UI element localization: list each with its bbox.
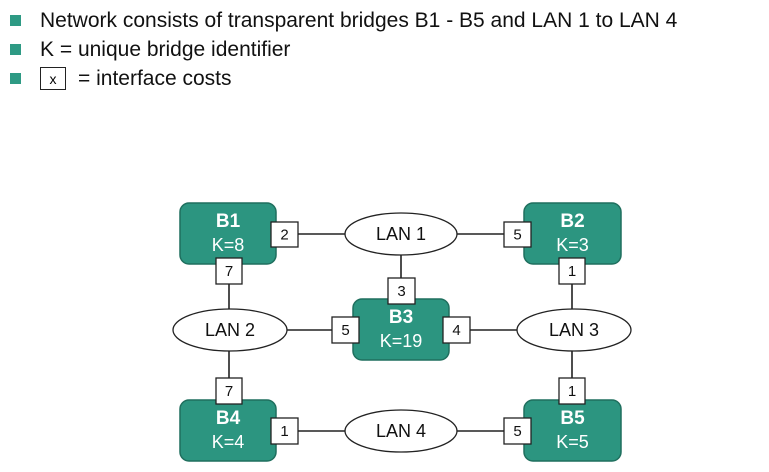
- cost-b3-lan1: 3: [387, 277, 416, 305]
- cost-box: [215, 257, 243, 285]
- bridge-b4: B4K=4: [179, 399, 277, 462]
- cost-box: [270, 221, 299, 248]
- bridge-identifier: K=5: [556, 432, 589, 452]
- lan-ellipse: [344, 212, 458, 256]
- bullet-text-network: Network consists of transparent bridges …: [40, 8, 678, 32]
- bridge-name: B2: [560, 211, 584, 232]
- lan-3: LAN 3: [516, 308, 632, 352]
- bridge-name: B4: [216, 408, 241, 429]
- cost-box: [270, 417, 299, 445]
- bullet-text-costs: = interface costs: [78, 66, 232, 90]
- cost-value: 5: [513, 227, 521, 244]
- cost-b4-lan2: 7: [215, 377, 243, 405]
- lan-label: LAN 4: [376, 421, 426, 441]
- lan-ellipse: [516, 308, 632, 352]
- cost-value: 4: [452, 322, 460, 339]
- cost-box: [503, 417, 532, 445]
- costs-layer: 2 7 5 1 3 5 4 7 1 1 5: [215, 221, 586, 445]
- bullet-item: Network consists of transparent bridges …: [10, 6, 677, 35]
- cost-box: [442, 316, 471, 344]
- cost-value: 7: [225, 383, 233, 400]
- bridge-identifier: K=8: [212, 235, 245, 255]
- cost-b3-lan3: 4: [442, 316, 471, 344]
- bridge-name: B5: [560, 408, 585, 429]
- bullet-item: x = interface costs: [10, 64, 677, 93]
- lan-4: LAN 4: [344, 409, 458, 453]
- lan-ellipse: [344, 409, 458, 453]
- cost-b4-lan4: 1: [270, 417, 299, 445]
- lan-1: LAN 1: [344, 212, 458, 256]
- cost-value: 7: [225, 263, 233, 280]
- cost-b2-lan3: 1: [558, 257, 586, 285]
- lan-label: LAN 3: [549, 320, 599, 340]
- lan-label: LAN 1: [376, 224, 426, 244]
- cost-box: [215, 377, 243, 405]
- cost-value: 2: [280, 227, 288, 244]
- bridge-identifier: K=4: [212, 432, 245, 452]
- cost-b5-lan4: 5: [503, 417, 532, 445]
- cost-box: [503, 221, 532, 248]
- bridge-b5: B5K=5: [523, 399, 622, 462]
- bridge-b1: B1K=8: [179, 202, 277, 265]
- bridge-identifier: K=3: [556, 235, 589, 255]
- bullet-item: K = unique bridge identifier: [10, 35, 677, 64]
- cost-box: [558, 377, 586, 405]
- bullet-marker: [10, 73, 21, 84]
- cost-value: 1: [280, 423, 288, 440]
- bullet-text-identifier: K = unique bridge identifier: [40, 37, 291, 61]
- cost-legend-box: x: [40, 67, 66, 90]
- cost-box: [387, 277, 416, 305]
- cost-b2-lan1: 5: [503, 221, 532, 248]
- cost-b1-lan2: 7: [215, 257, 243, 285]
- cost-b5-lan3: 1: [558, 377, 586, 405]
- bridge-name: B3: [389, 307, 413, 328]
- bullet-list: Network consists of transparent bridges …: [10, 6, 677, 93]
- cost-value: 3: [397, 283, 405, 300]
- bridge-name: B1: [216, 211, 241, 232]
- bullet-marker: [10, 15, 21, 26]
- lan-label: LAN 2: [205, 320, 255, 340]
- cost-value: 5: [341, 322, 349, 339]
- cost-value: 1: [568, 263, 576, 280]
- cost-value: 5: [513, 423, 521, 440]
- cost-box: [558, 257, 586, 285]
- bullet-marker: [10, 44, 21, 55]
- lan-2: LAN 2: [172, 308, 288, 352]
- links-layer: [228, 233, 573, 432]
- cost-value: 1: [568, 383, 576, 400]
- cost-b3-lan2: 5: [331, 316, 360, 344]
- lan-ellipse: [172, 308, 288, 352]
- bridge-identifier: K=19: [380, 331, 423, 351]
- cost-box: [331, 316, 360, 344]
- bridge-b2: B2K=3: [523, 202, 622, 265]
- cost-b1-lan1: 2: [270, 221, 299, 248]
- bridge-b3: B3K=19: [352, 298, 450, 361]
